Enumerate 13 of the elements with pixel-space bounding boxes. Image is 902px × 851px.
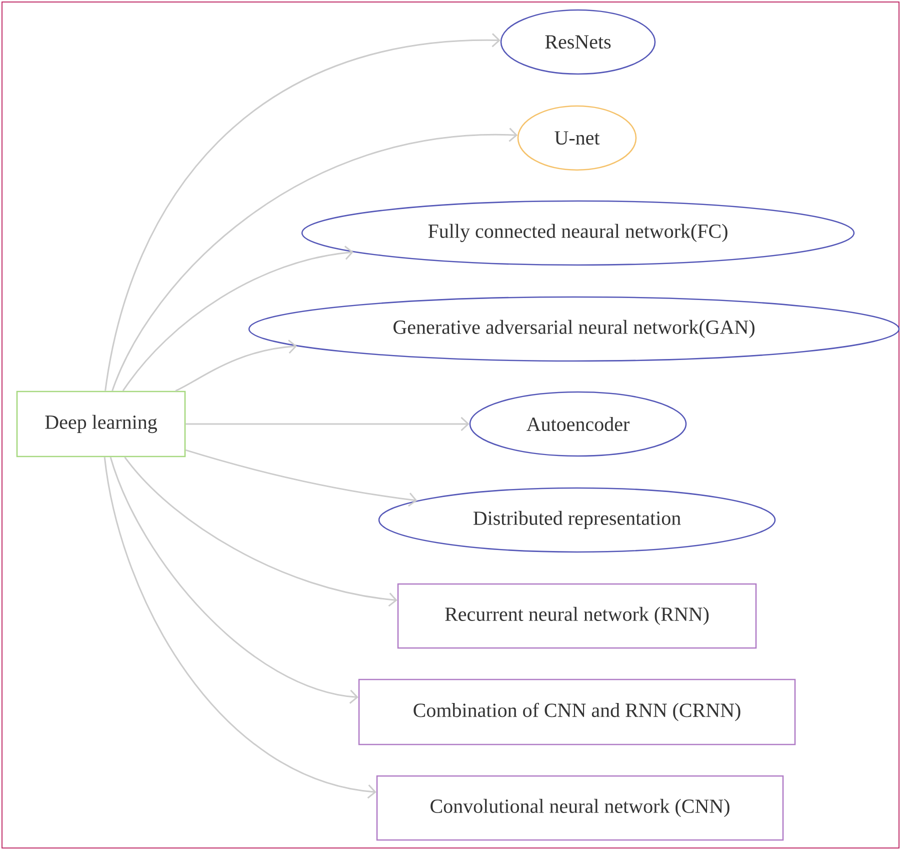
arrow	[104, 33, 500, 391]
root-box: Deep learning	[16, 390, 186, 458]
arrow	[124, 456, 398, 607]
arrow	[112, 128, 518, 392]
arrow	[122, 246, 354, 392]
topic-box: Combination of CNN and RNN (CRNN)	[358, 678, 796, 746]
arrow	[186, 416, 470, 432]
topic-box: Recurrent neural network (RNN)	[397, 583, 757, 649]
arrow	[110, 456, 358, 704]
arrow	[175, 340, 297, 392]
topic-box: Convolutional neural network (CNN)	[376, 775, 784, 841]
arrow	[185, 449, 418, 507]
arrow	[104, 457, 376, 799]
